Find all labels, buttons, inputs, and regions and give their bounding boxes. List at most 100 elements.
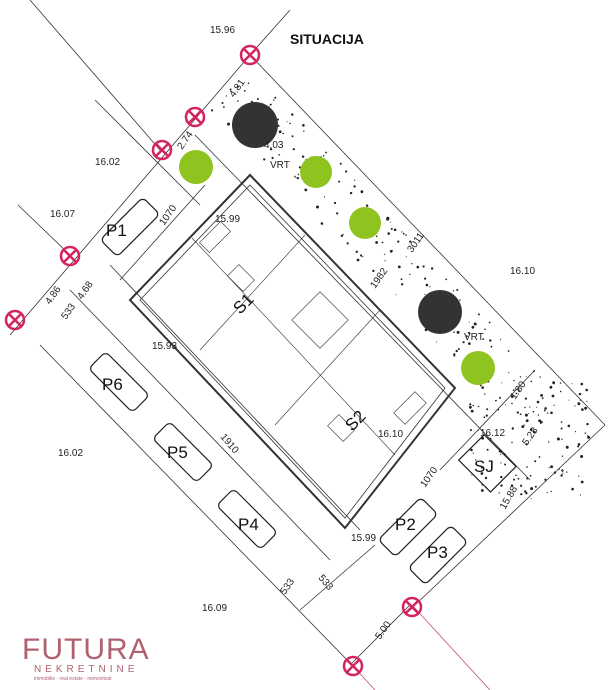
garden-dot (221, 102, 224, 104)
dimension: 533 (278, 576, 297, 596)
garden-dot (360, 254, 363, 257)
garden-dot (436, 341, 438, 343)
garden-dot (301, 155, 305, 158)
garden-dot (286, 121, 288, 123)
garden-dot (549, 385, 553, 389)
garden-dot (559, 390, 562, 393)
garden-dot (523, 424, 525, 426)
garden-dot (533, 430, 536, 434)
unit-label-s2: S2 (341, 407, 369, 435)
garden-dot (538, 419, 541, 423)
garden-dot (475, 459, 477, 461)
boundary-marker-icon (401, 596, 423, 618)
garden-dot (278, 130, 282, 134)
trees (179, 102, 495, 385)
garden-dot (229, 88, 232, 91)
garden-dot (507, 350, 510, 352)
garden-dot (562, 472, 564, 474)
unit-label-sj: SJ (474, 457, 494, 476)
garden-dot (504, 463, 507, 466)
garden-dot (561, 455, 564, 457)
green-tree-icon (300, 156, 332, 188)
dimension: 5.00 (373, 619, 393, 642)
garden-dot (577, 445, 580, 448)
boundary-marker-icon (59, 245, 81, 267)
garden-dot (519, 390, 521, 393)
garden-dot (316, 205, 319, 209)
dimension: 533 (316, 573, 335, 593)
garden-dot (587, 435, 591, 439)
garden-dot (355, 250, 358, 253)
garden-dot (294, 175, 296, 178)
garden-dot (247, 82, 250, 85)
garden-dot (530, 380, 532, 383)
logo-sub: NEKRETNINE (34, 664, 138, 675)
parking-label: P3 (427, 543, 448, 562)
garden-dot (560, 427, 563, 430)
garden-dot (571, 487, 574, 491)
garden-dot (402, 232, 405, 235)
garden-dot (579, 399, 582, 401)
garden-dot (499, 396, 501, 399)
elevation: 15.96 (210, 25, 235, 36)
garden-dot (325, 151, 327, 154)
dimension: 4.68 (75, 279, 95, 302)
garden-dot (546, 412, 549, 414)
garden-label: VRT (270, 160, 290, 171)
garden-dot (520, 493, 523, 496)
garden-dot (409, 273, 411, 276)
garden-dot (481, 467, 483, 469)
garden-dot (480, 472, 484, 475)
garden-dot (508, 372, 510, 374)
garden-dot (580, 455, 584, 458)
garden-dot (574, 405, 576, 407)
garden-dot (578, 392, 582, 396)
garden-dot (342, 233, 344, 235)
boundary-markers (4, 44, 423, 677)
garden-dot (581, 408, 584, 411)
garden-dot (559, 382, 562, 384)
garden-dot (483, 416, 486, 419)
elevation: 15.99 (215, 214, 240, 225)
garden-dot (263, 158, 266, 161)
garden-dot (489, 339, 492, 342)
garden-dot (273, 99, 275, 101)
dimension: 1070 (418, 465, 440, 490)
garden-dot (356, 258, 360, 262)
boundary-marker-icon (239, 44, 261, 66)
garden-dot (568, 399, 570, 401)
boundary-marker-icon (4, 309, 26, 331)
garden-dot (292, 148, 295, 151)
garden-dot (534, 485, 537, 488)
garden-dot (497, 408, 500, 411)
garden-dot (291, 135, 294, 138)
garden-dot (513, 478, 515, 481)
garden-dot (500, 484, 503, 487)
boundary-marker-icon (184, 106, 206, 128)
garden-dot (472, 404, 475, 407)
building (128, 173, 457, 530)
garden-dot (515, 474, 517, 477)
garden-dot (353, 185, 356, 188)
futura-logo: FUTURA NEKRETNINE immobilie - real estat… (22, 633, 149, 682)
garden-dot (511, 402, 513, 405)
garden-dot (477, 313, 480, 316)
garden-dot (529, 474, 532, 477)
parking-label: P1 (106, 221, 127, 240)
garden-dot (473, 322, 477, 326)
garden-dot (584, 432, 586, 434)
garden-dot (586, 400, 588, 402)
garden-dot (553, 404, 555, 406)
garden-dot (517, 477, 520, 480)
garden-dot (360, 190, 364, 194)
green-tree-icon (349, 207, 381, 239)
garden-dot (567, 424, 571, 428)
dimension: 1982 (368, 266, 390, 291)
garden-dot (484, 476, 488, 480)
dimension: 4.03 (264, 140, 284, 151)
garden-dot (524, 406, 526, 409)
garden-dot (552, 381, 555, 384)
garden-dot (486, 469, 488, 472)
garden-dot (303, 130, 305, 132)
garden-dot (362, 256, 364, 258)
